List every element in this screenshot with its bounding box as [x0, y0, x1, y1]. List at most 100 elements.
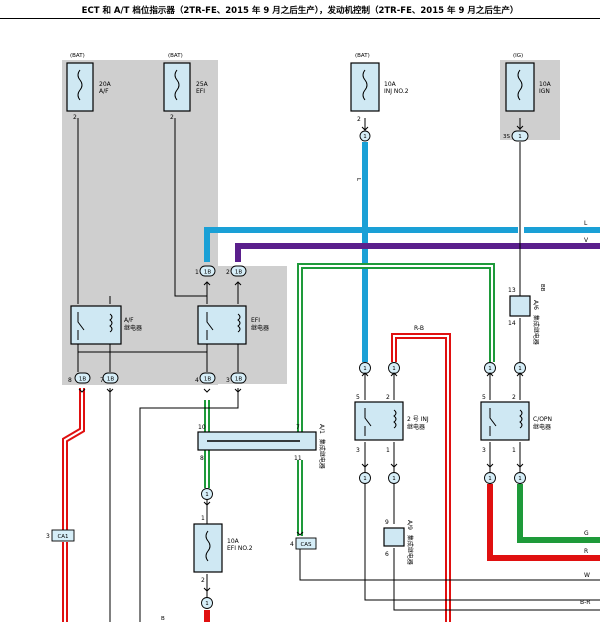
relay-r1-sub: 继电器 — [124, 324, 142, 332]
wire-red-ca1 — [62, 388, 85, 530]
pin-r3-tr: 2 — [386, 394, 390, 401]
wire-label-b: B — [161, 616, 165, 622]
connector-c7: 1 — [359, 130, 371, 142]
connector-inj-top-label: 1 — [205, 492, 209, 498]
wire-break-blue — [518, 222, 524, 238]
pin-a1-tl: 10 — [198, 424, 206, 431]
pin-cas: 4 — [290, 541, 294, 548]
pin-r3-tl: 5 — [356, 394, 360, 401]
pin-r2-br: 3 — [226, 377, 230, 384]
junction2-label: A/9 集成继电器 — [406, 520, 414, 565]
wire-green-g — [517, 484, 600, 543]
pin-r3-bl: 3 — [356, 447, 360, 454]
wire-red-rb-inner — [393, 335, 449, 622]
relay-r1 — [70, 305, 122, 345]
pin-r2-tr: 2 — [226, 269, 230, 276]
wire-purple-v — [235, 243, 600, 262]
fuse-f4-name: IGN — [539, 88, 550, 95]
wire-label-l: L — [584, 220, 588, 227]
fuse-f1-pin: 2 — [73, 114, 77, 121]
wire-label-g: G — [584, 530, 589, 537]
wire-label-br: B-R — [580, 599, 590, 606]
relay-r2 — [197, 305, 247, 345]
connector-c12-label: 1 — [518, 366, 522, 372]
connector-c3: 1B — [74, 372, 91, 384]
relay-r2-name: EFI — [251, 317, 260, 324]
connector-f5-bottom: 1 — [201, 597, 213, 609]
fuse-f2-pin: 2 — [170, 114, 174, 121]
connector-c11: 1 — [484, 362, 496, 374]
fuse-f2-name: EFI — [196, 88, 205, 95]
connector-c6: 1B — [230, 372, 247, 384]
pin-a1-bl: 8 — [200, 455, 204, 462]
connector-c10: 1 — [388, 362, 400, 374]
pin-r2-bl: 4 — [195, 377, 199, 384]
junction3-sub: 集成继电器 — [532, 315, 540, 345]
connector-ca1: CA1 — [51, 529, 75, 542]
pin-r3-br: 1 — [386, 447, 390, 454]
connector-c5-label: 1B — [204, 377, 211, 383]
fuse-f5 — [193, 523, 223, 573]
connector-cas: CAS — [295, 537, 317, 550]
junction1-sub: 集成继电器 — [318, 439, 326, 469]
junction1-label: A/1 集成继电器 — [318, 424, 326, 469]
connector-c15: 1 — [484, 472, 496, 484]
connector-c7-label: 1 — [363, 134, 367, 140]
junction-block-a9 — [383, 527, 405, 547]
pin-r4-br: 1 — [512, 447, 516, 454]
fuse-f5-name: EFI NO.2 — [227, 545, 253, 552]
bb-label: BB — [539, 284, 545, 292]
wire-label-v: V — [584, 237, 589, 244]
connector-c8: 1 — [511, 130, 529, 142]
fuse-f2-source: (BAT) — [168, 53, 183, 59]
pin-r2-tl: 1 — [195, 269, 199, 276]
relay-r3-sub: 继电器 — [407, 423, 425, 431]
fuse-f3-amp: 10A — [384, 81, 397, 88]
connector-ca1-label: CA1 — [57, 534, 68, 540]
connector-c1: 1B — [199, 265, 216, 277]
fuse-f4-pin: 3S — [503, 134, 510, 140]
junction3-code: A/6 — [532, 300, 539, 310]
pin-r4-tl: 5 — [482, 394, 486, 401]
junction3-label: A/6 集成继电器 — [532, 300, 540, 345]
connector-f5-bottom-label: 1 — [205, 601, 209, 607]
wire-blue-l-h — [204, 227, 600, 262]
fuse-f2 — [163, 62, 191, 112]
wire-red-ca1-inner — [64, 388, 83, 530]
fuse-f1 — [66, 62, 94, 112]
pin-r1-l: 8 — [68, 377, 72, 384]
pin-a2-t: 9 — [385, 519, 389, 526]
connector-c13: 1 — [359, 472, 371, 484]
relay-r3-name: 2 号 INJ — [407, 416, 429, 423]
connector-c4-label: 1B — [107, 377, 114, 383]
fuse-f5-amp: 10A — [227, 538, 240, 545]
connector-c14: 1 — [388, 472, 400, 484]
title-divider — [0, 18, 600, 19]
connector-c14-label: 1 — [392, 476, 396, 482]
pin-a2-b: 6 — [385, 551, 389, 558]
pin-a3-t: 13 — [508, 287, 516, 294]
connector-c6-label: 1B — [235, 377, 242, 383]
pin-a3-b: 14 — [508, 320, 516, 327]
connectors: 1B 1B 1B 1B 1B 1B 1 1 1 1 1 1 1 1 1 1 1 … — [51, 130, 529, 609]
page-title: ECT 和 A/T 档位指示器（2TR-FE、2015 年 9 月之后生产），发… — [81, 6, 519, 16]
relay-r3 — [354, 401, 404, 441]
relay-r2-sub: 继电器 — [251, 324, 269, 332]
relay-r4 — [480, 401, 530, 441]
pin-a1-tr: 7 — [296, 424, 300, 431]
connector-inj-top: 1 — [201, 488, 213, 500]
pin-r4-bl: 3 — [482, 447, 486, 454]
thin-wires — [77, 118, 600, 622]
connector-c16-label: 1 — [518, 476, 522, 482]
wire-label-w: W — [584, 572, 590, 579]
pin-ca1: 3 — [46, 533, 50, 540]
connector-cas-label: CAS — [300, 542, 312, 548]
junction-block-a6 — [509, 295, 531, 317]
pin-r1-r: 7 — [100, 377, 104, 384]
connector-c8-label: 1 — [518, 134, 522, 140]
connector-c2-label: 1B — [235, 270, 242, 276]
connector-c2: 1B — [230, 265, 247, 277]
connector-c12: 1 — [514, 362, 526, 374]
fuse-f1-amp: 20A — [99, 81, 112, 88]
